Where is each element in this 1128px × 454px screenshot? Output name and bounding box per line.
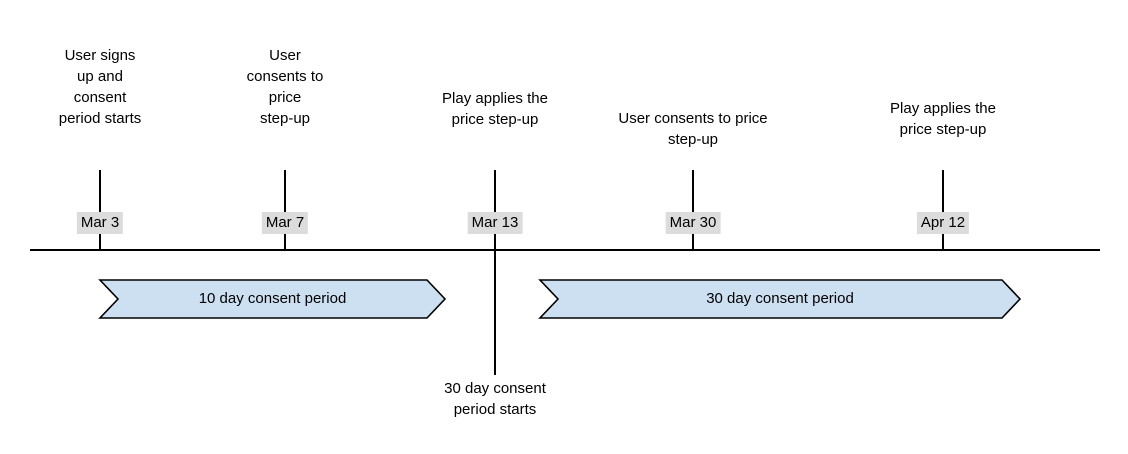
date-label-mar-30: Mar 30: [665, 212, 721, 234]
tick-mark-mar-3: [99, 170, 101, 250]
timeline-axis: [30, 249, 1100, 251]
event-caption-mar-13: Play applies the price step-up: [442, 90, 548, 128]
band-10-day-shape: [98, 279, 447, 319]
tick-mark-apr-12: [942, 170, 944, 250]
tick-mark-mar-30: [692, 170, 694, 250]
event-caption-mar-3: User signs up and consent period starts: [58, 47, 142, 127]
tick-mark-mar-13: [494, 170, 496, 375]
event-caption-apr-12: Play applies the price step-up: [890, 100, 996, 138]
event-caption-mar-30: User consents to price step-up: [618, 110, 768, 148]
date-label-apr-12: Apr 12: [916, 212, 970, 234]
band-30-day-shape: [538, 279, 1022, 319]
tick-mark-mar-7: [284, 170, 286, 250]
band-30-day: 30 day consent period: [538, 279, 1022, 319]
event-caption-mar-7: User consents to price step-up: [246, 47, 324, 127]
date-label-mar-3: Mar 3: [76, 212, 124, 234]
date-label-mar-7: Mar 7: [261, 212, 309, 234]
note-30-day-start: 30 day consent period starts: [444, 380, 546, 418]
band-10-day: 10 day consent period: [98, 279, 447, 319]
date-label-mar-13: Mar 13: [467, 212, 523, 234]
